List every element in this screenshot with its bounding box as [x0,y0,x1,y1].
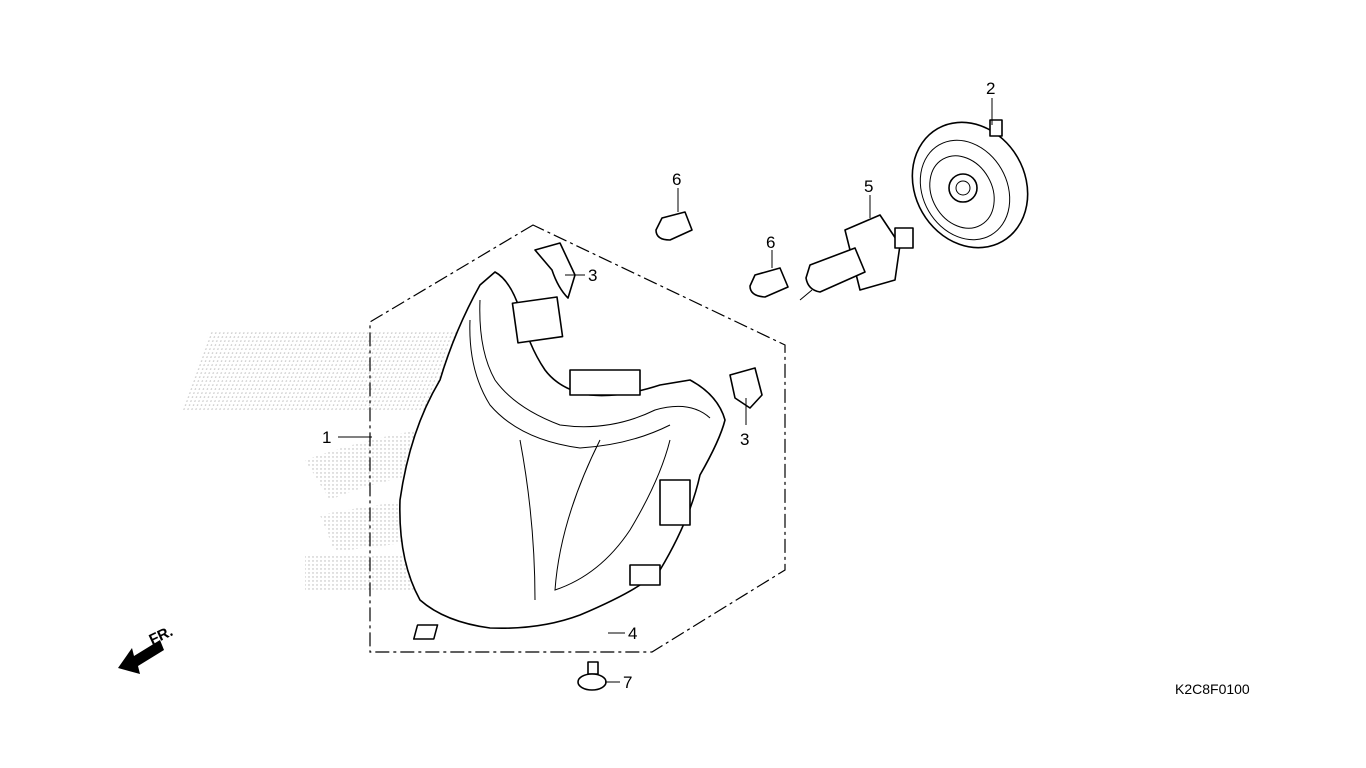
headlight-assembly [399,271,726,630]
socket-cover-left [655,211,693,241]
callout-6-right: 6 [766,233,775,252]
callout-4: 4 [628,624,637,643]
assembly-boundary [369,224,786,653]
nut [412,624,439,640]
callout-7: 7 [623,673,632,692]
diagram-code: K2C8F0100 [1175,681,1250,697]
front-direction-label: FR. [147,623,176,649]
callout-3-upper: 3 [588,266,597,285]
dust-cover [911,119,1029,249]
callout-6-left: 6 [672,170,681,189]
socket-cover-right [749,267,789,298]
callout-2: 2 [986,79,995,98]
callout-3-right: 3 [740,430,749,449]
callout-5: 5 [864,177,873,196]
bulb [799,214,914,301]
clip-upper [534,242,576,299]
clip-right [729,367,763,409]
callout-1: 1 [322,428,331,447]
front-direction-arrow: FR. [118,623,176,674]
bolt [577,661,607,691]
